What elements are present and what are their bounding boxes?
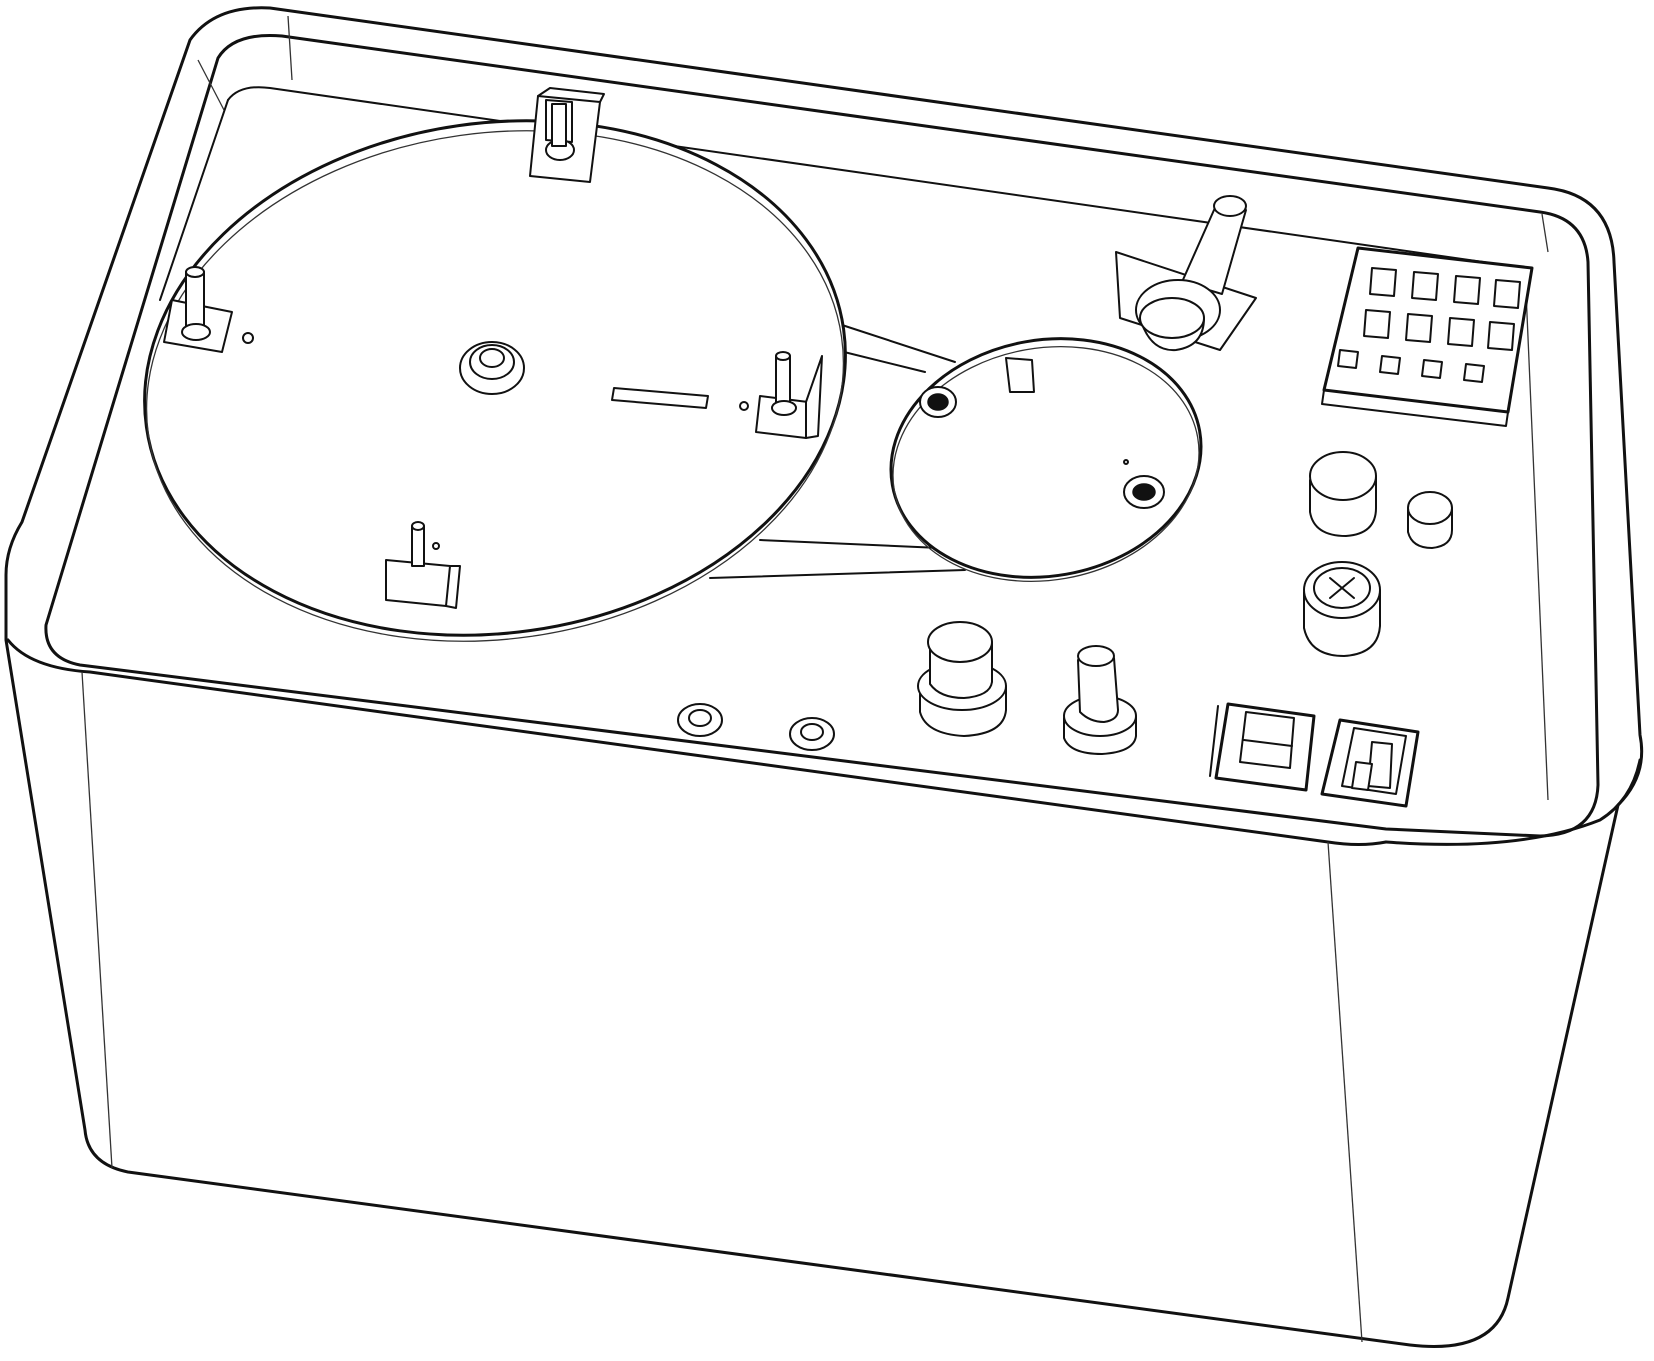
front-nut-right	[789, 717, 835, 751]
rod-assembly	[1115, 195, 1257, 352]
rocker-switch	[1209, 702, 1316, 792]
keypad-keys-row3	[1337, 349, 1485, 383]
center-hub	[459, 341, 525, 395]
belt-upper-inner	[835, 349, 926, 373]
belt-lower-inner	[709, 569, 966, 579]
toggle-switch	[1320, 718, 1420, 808]
small-disc-thickness	[892, 346, 1200, 582]
rod-shaft	[1181, 202, 1247, 295]
keypad-keys-row2	[1363, 309, 1515, 351]
keypad	[1321, 246, 1534, 427]
small-turntable	[889, 337, 1203, 582]
large-cylinder-button	[1309, 451, 1377, 537]
front-large-connector	[917, 621, 1007, 737]
bottom-clamp	[385, 521, 461, 609]
small-disc	[889, 337, 1203, 579]
small-disc-pin	[1123, 459, 1129, 465]
keypad-keys-row1	[1369, 267, 1521, 309]
large-disc-thickness	[145, 130, 845, 642]
large-turntable	[143, 87, 847, 642]
drive-belt	[709, 324, 966, 579]
small-cylinder-button	[1407, 491, 1453, 549]
small-disc-screw-right	[1123, 475, 1165, 509]
right-clamp	[755, 351, 823, 439]
left-clamp	[163, 266, 233, 353]
deck-back-edge	[227, 86, 1526, 269]
rod-shaft-tip	[1213, 195, 1247, 217]
rod-knob-top	[1139, 297, 1205, 339]
deck-right-edge	[1524, 267, 1549, 801]
front-right-corner-line	[1327, 841, 1363, 1343]
disc-slot	[611, 387, 709, 409]
right-wall-top-edge	[1384, 758, 1642, 846]
small-disc-tab	[1005, 357, 1035, 393]
back-left-corner-mark	[197, 59, 225, 111]
small-disc-screw-left	[919, 386, 957, 418]
top-clamp	[529, 87, 605, 183]
front-nut-left	[677, 703, 723, 737]
housing	[4, 6, 1644, 1348]
housing-outline	[4, 6, 1644, 1348]
tray-inner-rim	[44, 33, 1600, 838]
back-corner-mark	[287, 15, 293, 81]
disc-hole-left	[242, 332, 254, 344]
disc-hole-right	[739, 401, 749, 411]
deck-left-edge	[159, 99, 229, 301]
front-wall-top-edge	[6, 638, 1388, 846]
keypad-edge	[1321, 389, 1509, 427]
front-left-corner-line	[81, 671, 113, 1169]
front-small-connector	[1063, 645, 1137, 755]
belt-upper-strand	[841, 324, 956, 363]
rotary-knob	[1303, 561, 1381, 657]
belt-lower-strand	[759, 539, 941, 549]
rim-corner-mark	[1541, 213, 1549, 253]
